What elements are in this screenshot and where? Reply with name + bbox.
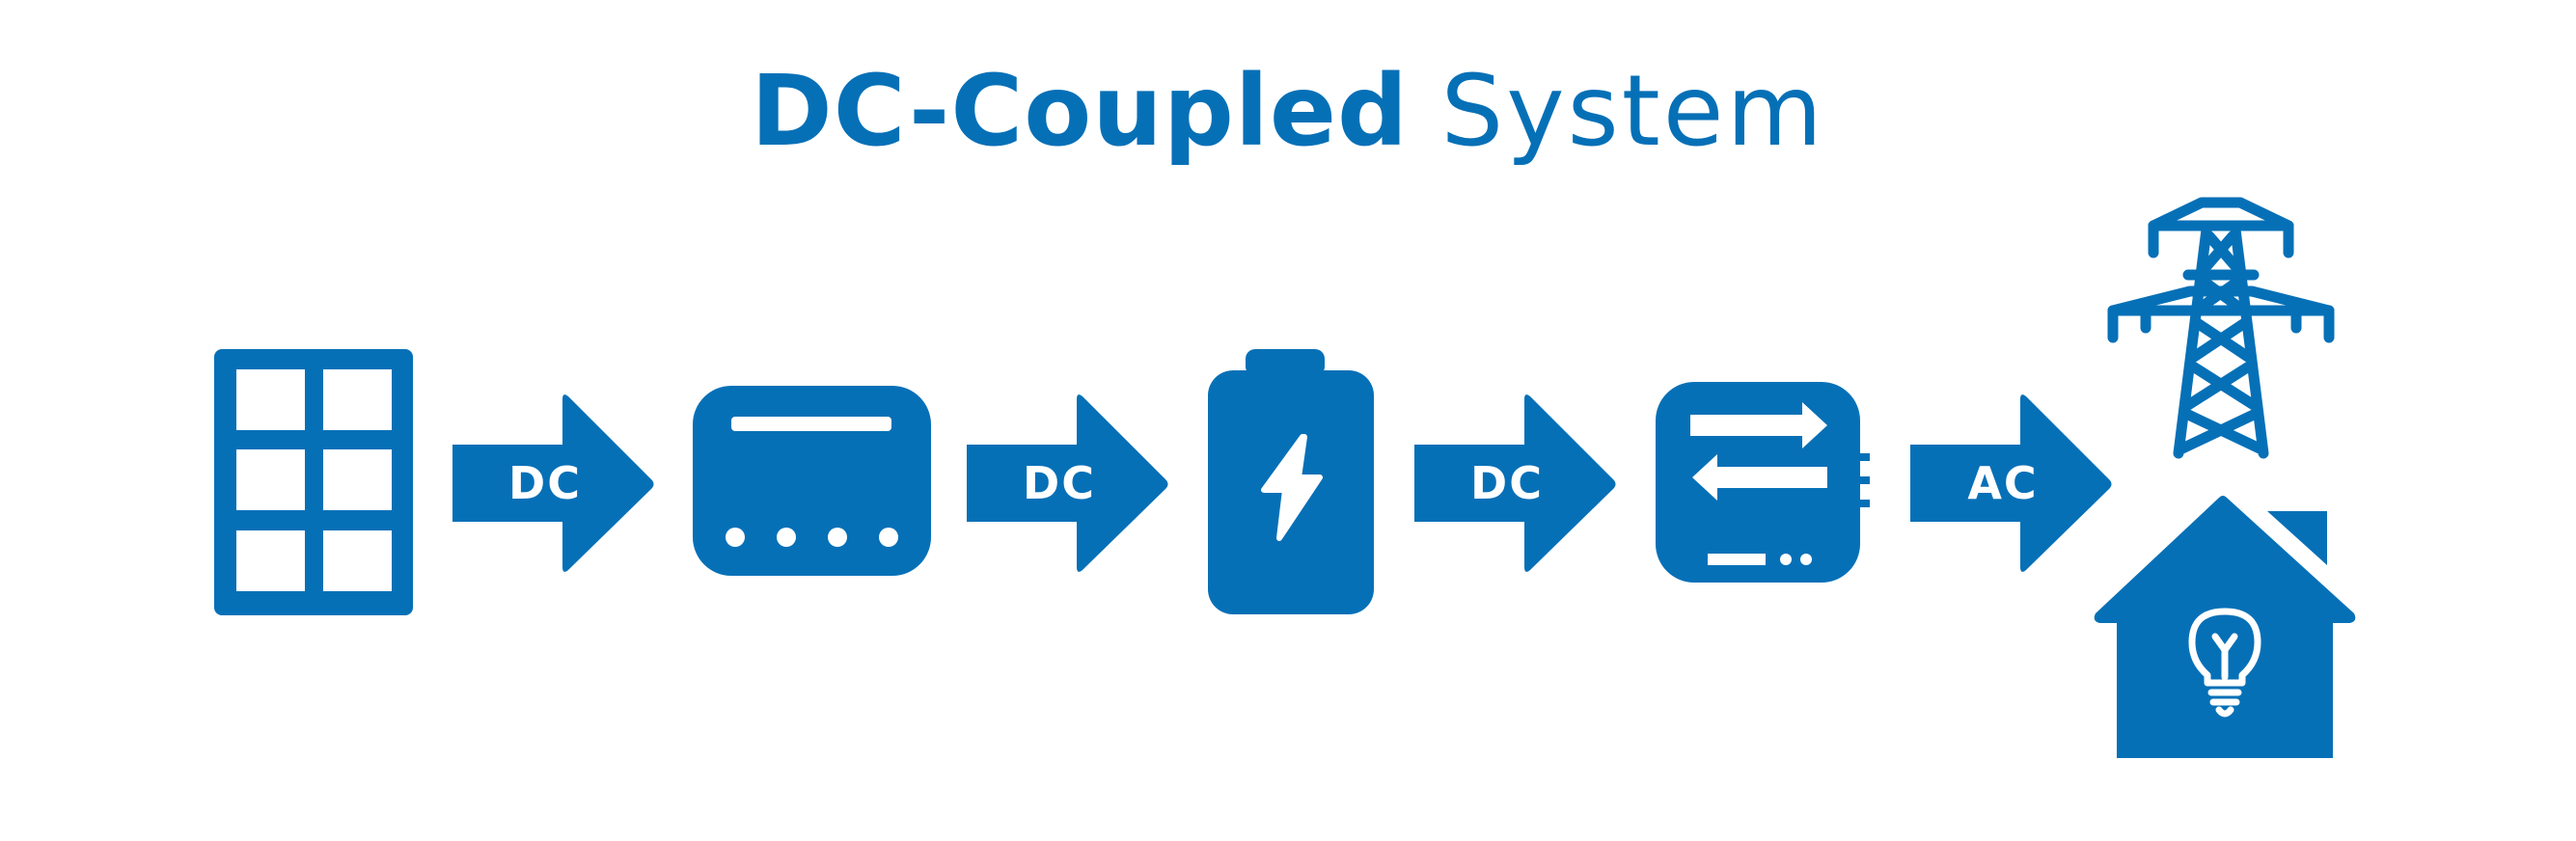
arrow-label-1: DC bbox=[508, 457, 582, 509]
title-bold-part: DC-Coupled bbox=[751, 54, 1410, 169]
charge-controller-icon bbox=[693, 386, 931, 576]
flow-arrow-2: DC bbox=[967, 394, 1168, 572]
diagram-title: DC-Coupled System bbox=[0, 60, 2576, 163]
arrow-label-4: AC bbox=[1967, 457, 2038, 509]
title-light-part: System bbox=[1440, 54, 1825, 169]
battery-icon bbox=[1208, 349, 1374, 614]
house-icon bbox=[2094, 496, 2356, 758]
flow-arrow-3: DC bbox=[1414, 394, 1616, 572]
solar-panel-icon bbox=[214, 349, 413, 615]
flow-arrow-4: AC bbox=[1910, 394, 2112, 572]
flow-arrow-1: DC bbox=[452, 394, 654, 572]
power-grid-tower-icon bbox=[2107, 197, 2335, 459]
arrow-label-2: DC bbox=[1023, 457, 1096, 509]
inverter-icon bbox=[1656, 382, 1870, 583]
arrow-label-3: DC bbox=[1470, 457, 1544, 509]
light-bulb-icon bbox=[2188, 608, 2261, 718]
